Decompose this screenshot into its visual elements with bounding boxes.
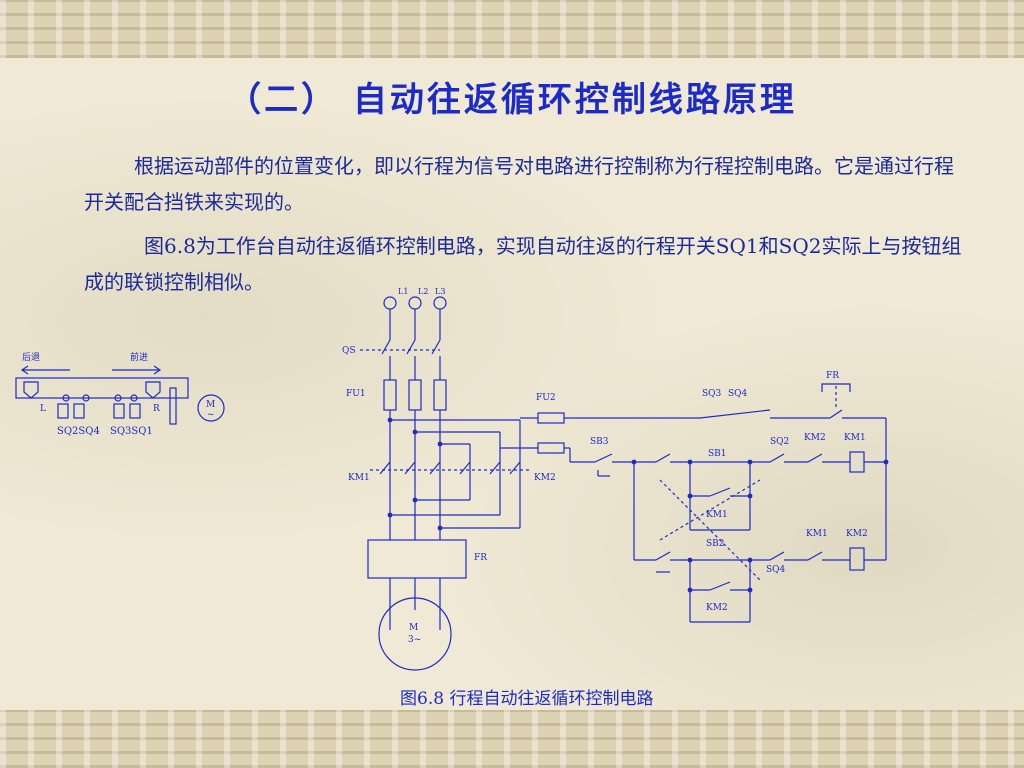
sq4-label-top: SQ4: [728, 389, 748, 399]
sq2-label: SQ2: [770, 437, 789, 447]
qs-label: QS: [342, 346, 356, 356]
slide-background: [0, 58, 1024, 710]
junction-dots: [387, 417, 889, 593]
fu2-label: FU2: [536, 393, 556, 403]
phase-l1: L1: [398, 287, 408, 296]
workbench-motor: [197, 394, 225, 422]
left-stop-label: L: [40, 404, 46, 414]
switches-right-label: SQ3SQ1: [110, 426, 153, 437]
sb1-label: SB1: [708, 449, 727, 459]
phase-l2: L2: [418, 287, 428, 296]
km2-main-label: KM2: [534, 473, 556, 483]
sb2-label: SB2: [706, 539, 725, 549]
workbench-motor-label: M: [206, 400, 215, 410]
fr-control-label: FR: [826, 371, 839, 381]
main-motor-phase: 3~: [408, 635, 421, 645]
km1-coil-label: KM1: [844, 433, 866, 443]
fu1-label: FU1: [346, 389, 366, 399]
km1-interlock-label: KM1: [806, 529, 828, 539]
km2-coil-label: KM2: [846, 529, 868, 539]
paragraph-1: 根据运动部件的位置变化，即以行程为信号对电路进行控制称为行程控制电路。它是通过行…: [84, 154, 954, 214]
control-circuit: [500, 383, 887, 623]
switches-left-label: SQ2SQ4: [57, 426, 100, 437]
km2-hold-label: KM2: [706, 603, 728, 613]
km1-hold-label: KM1: [706, 510, 728, 520]
bottom-border-band: [0, 710, 1024, 768]
forward-label: 前进: [130, 351, 148, 363]
main-motor: [378, 597, 452, 671]
phase-l3: L3: [435, 287, 445, 296]
sb3-label: SB3: [590, 437, 609, 447]
backward-label: 后退: [22, 352, 40, 363]
slide-title: （二） 自动往返循环控制线路原理: [227, 80, 797, 120]
power-circuit: [360, 296, 530, 671]
sq3-label: SQ3: [702, 389, 722, 399]
workbench-motor-sub: ~: [207, 410, 215, 420]
sq4-label-bottom: SQ4: [766, 565, 786, 575]
km2-interlock-label: KM2: [804, 433, 826, 443]
paragraph-2: 图6.8为工作台自动往返循环控制电路，实现自动往返的行程开关SQ1和SQ2实际上…: [84, 234, 962, 294]
right-stop-label: R: [153, 404, 160, 414]
workbench-sketch: [15, 365, 225, 425]
fr-main-label: FR: [474, 553, 487, 563]
km1-main-label: KM1: [348, 473, 370, 483]
top-border-band: [0, 0, 1024, 58]
figure-caption: 图6.8 行程自动往返循环控制电路: [400, 689, 654, 709]
main-motor-label: M: [409, 623, 418, 633]
